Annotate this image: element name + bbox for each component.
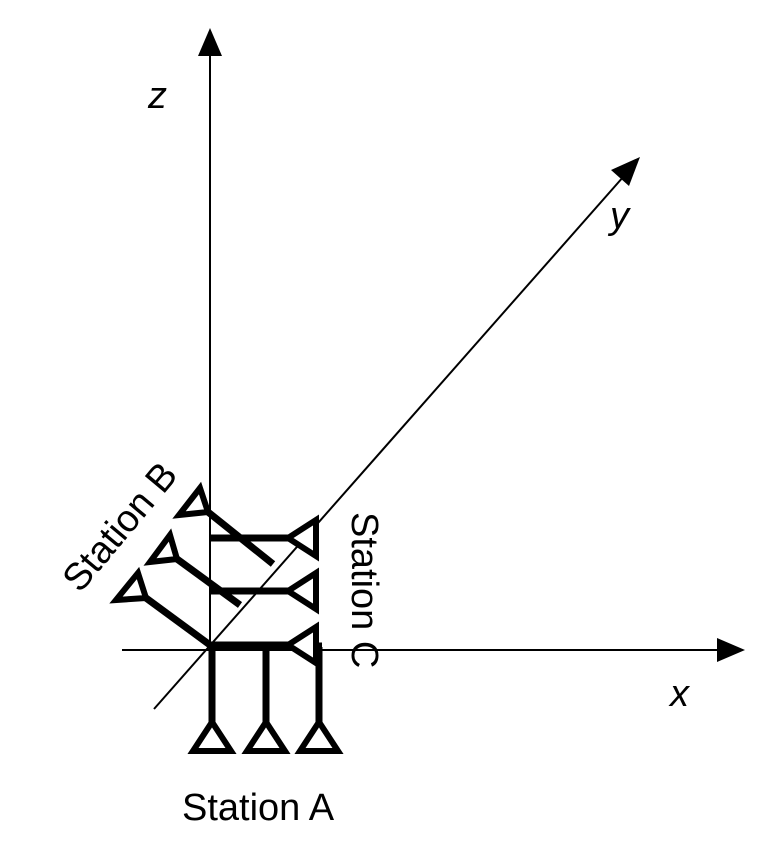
- y-axis: [153, 175, 625, 710]
- station-b-antenna-3-icon: [109, 566, 151, 604]
- y-axis-label: y: [607, 195, 631, 237]
- z-axis-arrowhead: [198, 28, 222, 56]
- station-a-antenna-2-icon: [241, 716, 291, 754]
- station-a-antenna-3-icon: [294, 716, 344, 754]
- station-b-antennas: [109, 481, 276, 648]
- station-c-antenna-3-icon: [282, 621, 319, 669]
- station-b-element-3: [143, 595, 213, 648]
- station-b-antenna-2-icon: [143, 528, 181, 566]
- y-axis-arrowhead: [611, 157, 640, 186]
- station-b-label: Station B: [55, 455, 186, 600]
- station-c-label: Station C: [343, 512, 385, 668]
- station-b-antenna-1-icon: [172, 481, 213, 519]
- station-b-element-2: [174, 556, 243, 608]
- z-axis-label: z: [147, 75, 167, 117]
- station-c-antenna-2-icon: [282, 567, 319, 615]
- station-c-antenna-1-icon: [282, 514, 319, 562]
- x-axis-arrowhead: [717, 638, 745, 662]
- station-a-antenna-1-icon: [187, 716, 237, 754]
- axes: [122, 28, 745, 710]
- station-a-label: Station A: [182, 787, 335, 829]
- x-axis-label: x: [668, 673, 691, 715]
- station-b-element-1: [205, 509, 276, 567]
